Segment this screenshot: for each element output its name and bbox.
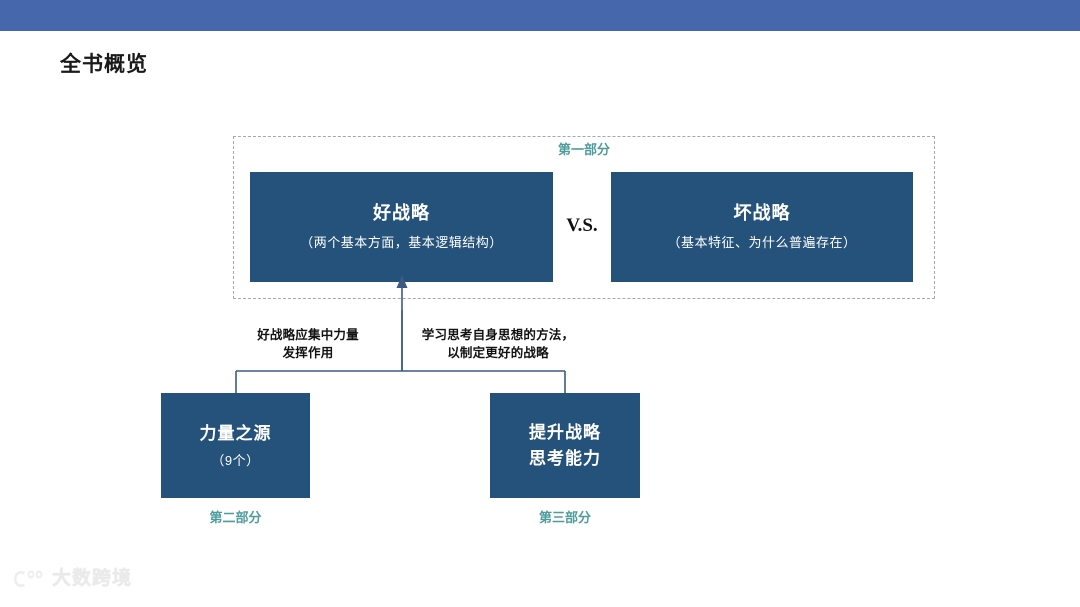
part-one-group-box (233, 136, 935, 299)
part-two-label: 第二部分 (209, 510, 262, 525)
power-source-heading: 力量之源 (199, 423, 272, 443)
connector-caption-right-line2: 以制定更好的战略 (447, 346, 549, 360)
connector-caption-right-line1: 学习思考自身思想的方法， (421, 328, 575, 342)
part-three-label: 第三部分 (538, 510, 591, 525)
strategic-thinking-heading-line2: 思考能力 (529, 448, 601, 468)
bad-strategy-box[interactable]: 坏战略 （基本特征、为什么普遍存在） (611, 172, 913, 282)
good-strategy-subtext: （两个基本方面，基本逻辑结构） (300, 235, 503, 250)
watermark: 大数跨境 (12, 567, 132, 591)
page-title: 全书概览 (60, 53, 148, 76)
connector-caption-left-line2: 发挥作用 (282, 346, 334, 360)
strategic-thinking-heading-line1: 提升战略 (529, 422, 601, 442)
power-source-subtext: （9个） (211, 452, 260, 468)
strategic-thinking-box[interactable]: 提升战略 思考能力 (490, 393, 640, 498)
connector-caption-right: 学习思考自身思想的方法， 以制定更好的战略 (410, 326, 586, 362)
power-source-box[interactable]: 力量之源 （9个） (161, 393, 310, 498)
bad-strategy-heading: 坏战略 (733, 203, 791, 223)
dashu-logo-icon (14, 570, 43, 588)
connector-caption-left-line1: 好战略应集中力量 (257, 328, 359, 342)
watermark-text: 大数跨境 (52, 568, 133, 589)
connector-caption-left: 好战略应集中力量 发挥作用 (228, 326, 388, 362)
bad-strategy-subtext: （基本特征、为什么普遍存在） (667, 235, 857, 250)
good-strategy-heading: 好战略 (373, 203, 430, 223)
versus-label: V.S. (566, 215, 598, 236)
good-strategy-box[interactable]: 好战略 （两个基本方面，基本逻辑结构） (250, 172, 553, 282)
top-accent-bar (0, 0, 1080, 31)
part-one-label: 第一部分 (557, 142, 610, 157)
